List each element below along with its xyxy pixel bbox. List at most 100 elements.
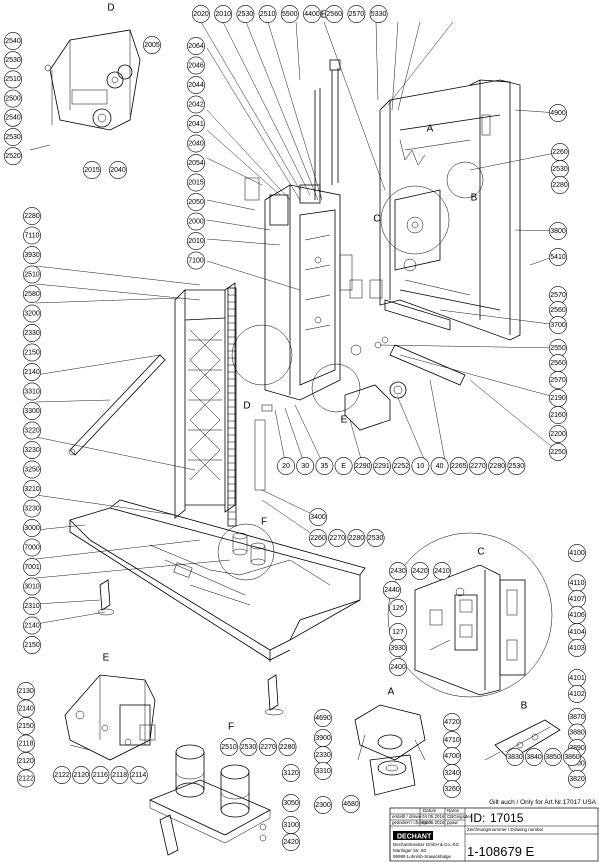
callout-bubble [347, 5, 366, 23]
callout-bubble [277, 457, 295, 475]
callout-bottom-mid-row-9: 2265 [449, 457, 468, 475]
row-label-changed: geändert / changed [392, 820, 431, 825]
callout-detail-A-right-1: 4710 [443, 731, 461, 749]
callout-detail-E-0: 2130 [17, 682, 35, 700]
callout-detail-E-bottom-3: 2118 [110, 766, 129, 784]
callout-label: 2114 [131, 772, 146, 779]
callout-center-column-10: 2010 [187, 232, 205, 250]
callout-bubble [239, 738, 258, 756]
callout-label: 4101 [569, 675, 585, 682]
callout-detail-C-right-1: 4110 [568, 574, 586, 592]
callout-label: 3310 [24, 388, 40, 395]
callout-left-column-2: 3930 [23, 246, 41, 264]
callout-label: 3830 [507, 754, 523, 761]
callout-left-column-19: 3010 [23, 577, 41, 596]
callout-f-row-2: 2280 [347, 529, 366, 547]
callout-bubble [282, 794, 300, 812]
callout-detail-B-0: 3870 [568, 708, 586, 726]
callout-bubble [347, 529, 366, 547]
callout-bubble [314, 709, 332, 727]
callout-label: 4102 [569, 691, 585, 698]
leader-lines [35, 21, 561, 625]
callout-label: 2116 [93, 772, 108, 779]
callout-left-column-9: 3310 [23, 382, 41, 401]
detail-letter-e-top: E [321, 10, 328, 21]
callout-label: 3260 [444, 786, 460, 793]
callout-label: 4680 [343, 801, 359, 808]
callout-right-column-11: 2570 [549, 371, 567, 389]
callout-bottom-mid-row-3: E [334, 457, 353, 475]
callout-right-column-2: 2530 [551, 160, 569, 178]
callout-bubble [314, 796, 332, 814]
callout-label: 7000 [24, 544, 40, 551]
detail-letters: D E A B C D E F C E A B F [103, 3, 528, 733]
callout-detail-B-bottom-0: 3830 [506, 748, 524, 766]
callout-bubble [328, 529, 347, 547]
callout-label: 2310 [24, 603, 40, 610]
callout-detail-C-6: 3930 [389, 639, 407, 657]
detail-markers [217, 161, 484, 581]
callout-label: 2118 [112, 772, 127, 779]
detail-letter-c-main: C [373, 214, 380, 225]
row-name-changed: ppaw [447, 820, 459, 825]
callout-detail-D-left-0: 2540 [4, 32, 22, 50]
callout-label: 2040 [188, 140, 204, 147]
callout-label: 2015 [188, 179, 204, 186]
callout-label: 2140 [24, 369, 40, 376]
callout-label: 2190 [550, 395, 566, 402]
callout-bubble [23, 577, 41, 596]
detail-letter-b-detail: B [521, 701, 528, 712]
callout-bubble [369, 5, 388, 23]
callout-detail-C-right-4: 4104 [568, 623, 586, 641]
callout-label: 2010 [188, 238, 204, 245]
callout-bubble [187, 232, 205, 250]
callout-label: 2530 [368, 535, 384, 542]
callout-label: 4400 [304, 11, 320, 18]
callout-bubble [309, 508, 327, 526]
callout-label: 2140 [18, 705, 34, 712]
callout-bubble [23, 304, 41, 323]
callout-bubble [488, 457, 507, 475]
callout-bubble [83, 161, 101, 179]
callout-detail-C-3: 2440 [383, 581, 401, 599]
callout-top-row-3: 2510 [258, 5, 277, 23]
callout-bubble [23, 265, 41, 284]
callout-detail-C-right-6: 4101 [568, 669, 586, 687]
callout-bubble [366, 529, 385, 547]
valid-note: Gilt auch / Only for Art.Nr.17017 USA [489, 799, 597, 806]
callout-detail-A-right-0: 4720 [443, 713, 461, 731]
callout-bubble [4, 51, 22, 70]
callout-bottom-mid-row-4: 2290 [353, 457, 372, 475]
callout-bubble [443, 713, 461, 731]
callout-detail-C-right-3: 4106 [568, 606, 586, 624]
callout-label: 2440 [384, 587, 400, 594]
callout-left-column-18: 7001 [23, 558, 41, 576]
callout-bubble [314, 762, 332, 780]
callout-label: 2120 [73, 772, 89, 779]
callout-bubble [353, 457, 372, 475]
callout-bottom-mid-row-7: 10 [411, 457, 430, 475]
callout-label: 2044 [188, 82, 204, 89]
company-street: Marlinger Str. 60 [393, 848, 427, 853]
detail-letter-d-top: D [107, 3, 114, 14]
callout-bubble [389, 599, 407, 617]
callout-bubble [4, 128, 22, 146]
callout-bubble [23, 538, 41, 557]
callout-bubble [544, 748, 562, 766]
callout-label: 2540 [5, 115, 21, 122]
callout-right-column-0: 4900 [549, 104, 567, 122]
detail-letter-f-main: F [261, 517, 267, 528]
callout-left-column-22: 2150 [23, 636, 41, 654]
callout-right-column-13: 2160 [549, 406, 567, 424]
callout-label: 2020 [193, 11, 209, 18]
callout-left-column-7: 2150 [23, 343, 41, 362]
callout-label: 2530 [238, 11, 254, 18]
callout-bubble [568, 544, 586, 562]
callout-label: 2420 [283, 839, 299, 846]
callout-bubble [334, 457, 353, 475]
callout-label: 4106 [569, 612, 585, 619]
callout-bubble [433, 562, 451, 580]
callout-bubble [110, 766, 129, 784]
callout-bubble [192, 5, 210, 23]
callout-detail-C-right-7: 4102 [568, 685, 586, 703]
